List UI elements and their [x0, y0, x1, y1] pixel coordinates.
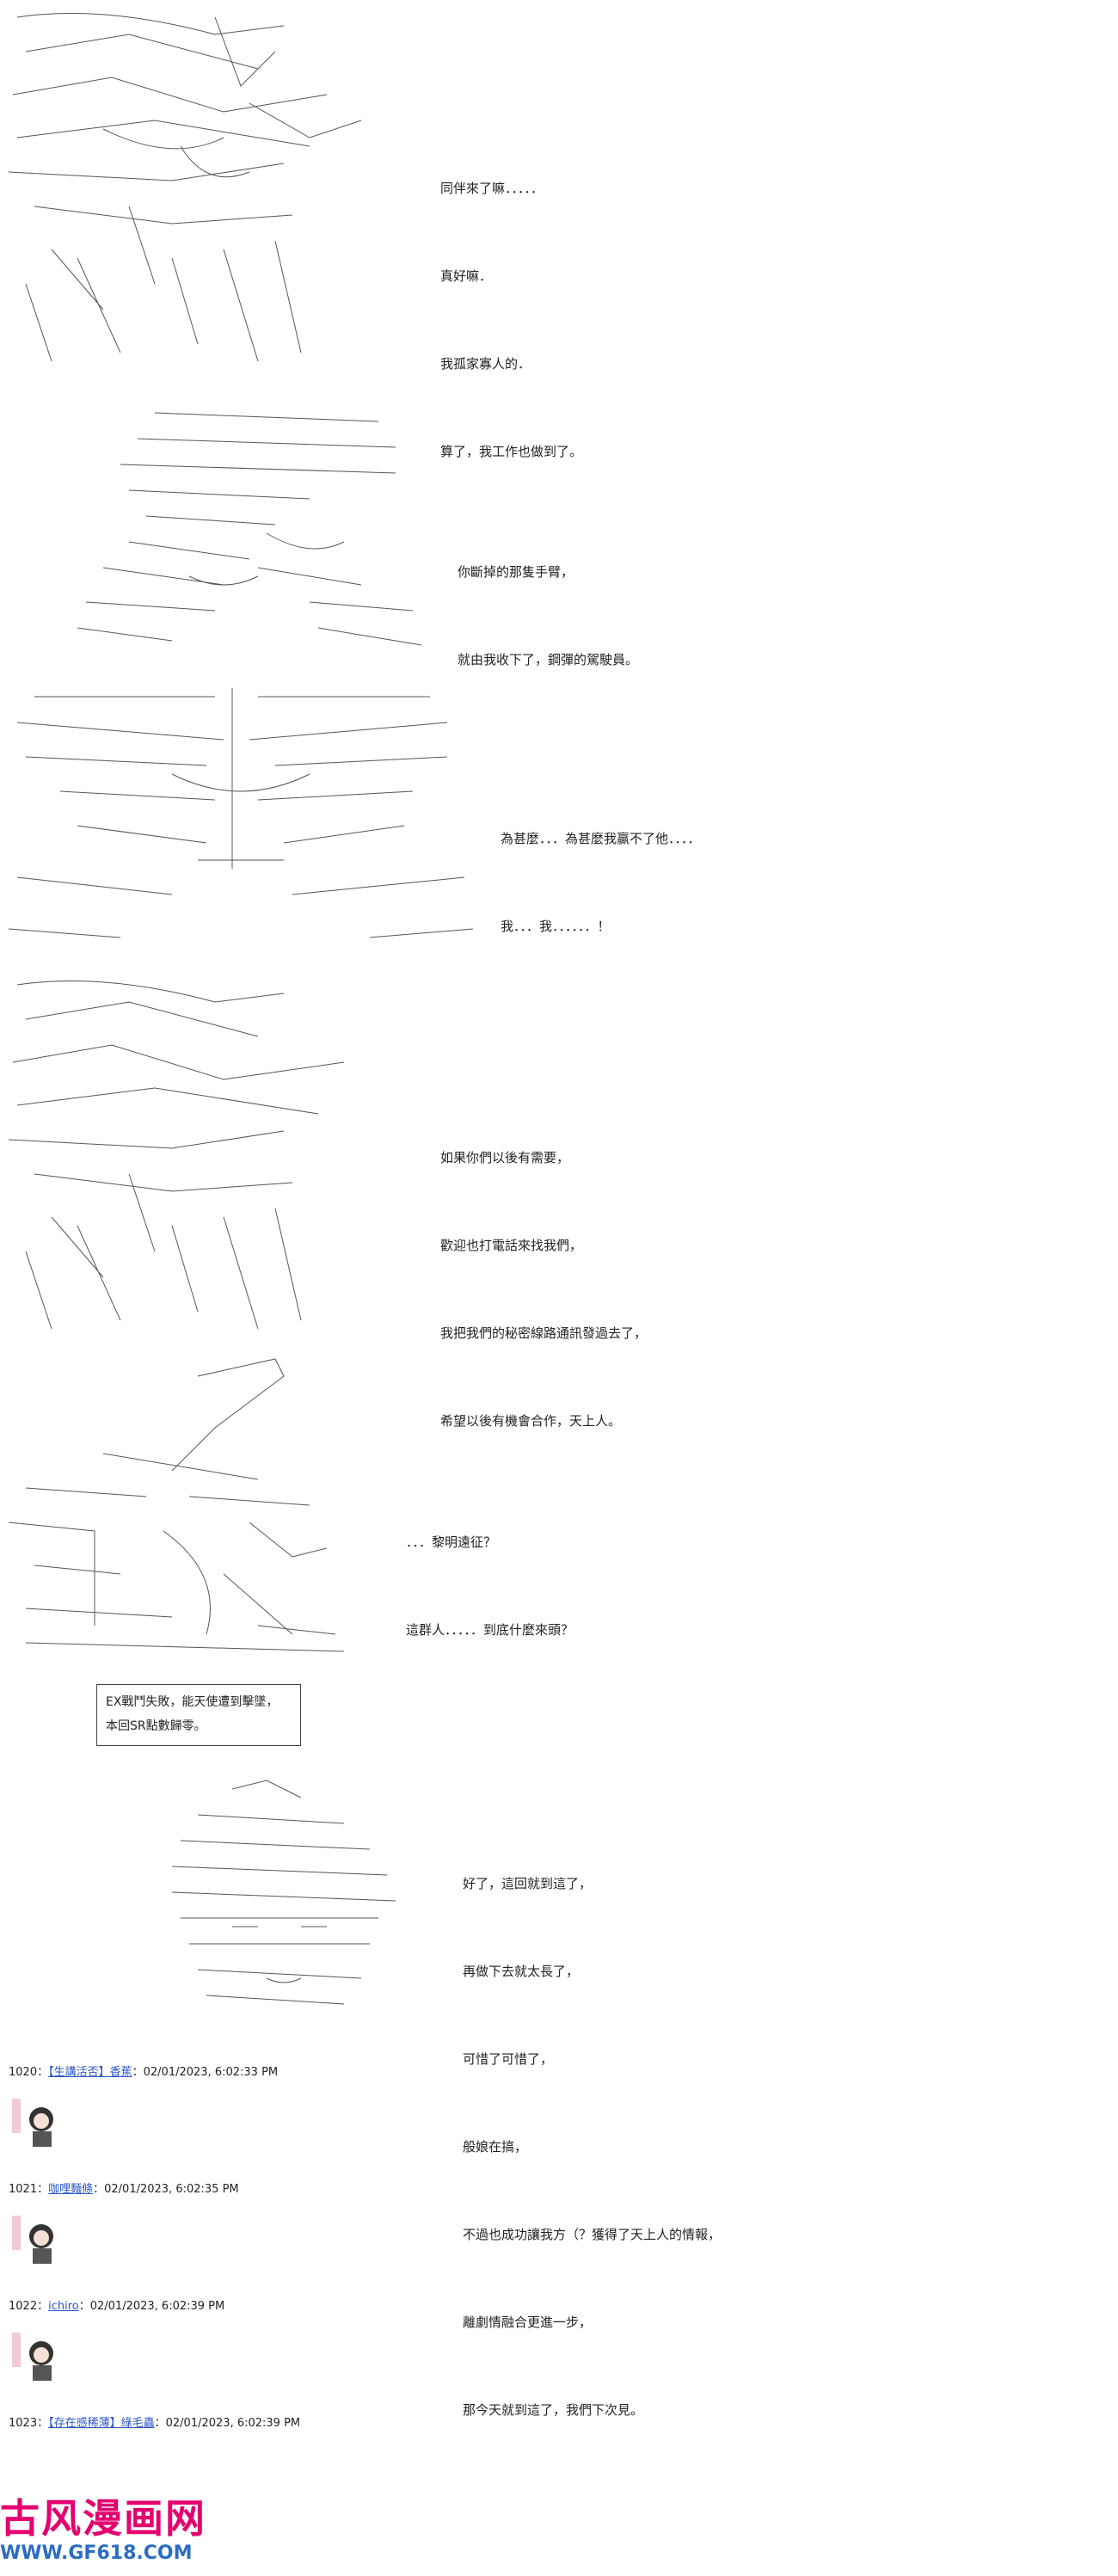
note-line: 本回SR點數歸零。	[106, 1719, 206, 1733]
post-username-link[interactable]: 咖哩麵條	[48, 2183, 94, 2196]
dialogue-line: 這群人．．．．．到底什麼來頭？	[406, 1622, 574, 1638]
post-header: 1021：咖哩麵條：02/01/2023, 6:02:35 PM	[9, 2181, 697, 2198]
ascii-art-character-6	[120, 1772, 413, 2030]
panel-4: 如果你們以後有需要， 歡迎也打電話來找我們， 我把我們的秘密線路通訊發過去了， …	[0, 968, 1118, 1429]
watermark-url: WWW.GF618.COM	[0, 2542, 193, 2564]
dialogue-line: 你斷掉的那隻手臂，	[458, 564, 574, 580]
ascii-art-character-1	[0, 0, 404, 370]
post-number: 1020	[9, 2066, 38, 2079]
dialogue-line: 希望以後有機會合作，天上人。	[440, 1413, 622, 1429]
dialogue-line: 算了，我工作也做到了。	[440, 444, 583, 459]
post-username-link[interactable]: 【生講活否】香蕉	[48, 2066, 132, 2079]
dialogue-line: 可惜了可惜了，	[463, 2051, 554, 2067]
dialogue-line: 真好嘛．	[440, 268, 493, 284]
post-username-link[interactable]: 【存在感稀薄】綠毛蟲	[48, 2417, 155, 2430]
dialogue-line: 同伴來了嘛．．．．．	[440, 181, 544, 196]
dialogue-line: 如果你們以後有需要，	[440, 1150, 570, 1165]
ascii-art-mecha	[0, 1350, 378, 1669]
system-note-box: EX戰鬥失敗，能天使遭到擊墜， 本回SR點數歸零。	[96, 1684, 301, 1746]
watermark-site-name: 古风漫画网	[0, 2495, 206, 2542]
post-separator: ：	[37, 2417, 49, 2430]
panel-1: 同伴來了嘛．．．．． 真好嘛． 我孤家寡人的． 算了，我工作也做到了。	[0, 0, 1118, 459]
panel-5: ．．．黎明遠征？ 這群人．．．．．到底什麼來頭？	[0, 1350, 1118, 1669]
post-username-link[interactable]: ichiro	[48, 2300, 79, 2313]
post-number: 1021	[9, 2183, 38, 2196]
post-datetime: ：02/01/2023, 6:02:39 PM	[154, 2417, 301, 2430]
dialogue-line: 為甚麼．．．為甚麼我贏不了他．．．．	[501, 831, 701, 846]
post-datetime: ：02/01/2023, 6:02:33 PM	[132, 2066, 279, 2079]
post-separator: ：	[37, 2300, 49, 2313]
dialogue-line: 離劇情融合更進一步，	[463, 2315, 593, 2330]
dialogue-line: 那今天就到這了，我們下次見。	[463, 2402, 644, 2418]
ascii-art-character-3	[0, 671, 482, 955]
post-separator: ：	[37, 2183, 49, 2196]
panel-6: 好了，這回就到這了， 再做下去就太長了， 可惜了可惜了， 般娘在搞， 不過也成功…	[0, 1772, 1118, 2418]
dialogue-line: 般娘在搞，	[463, 2139, 528, 2155]
post-datetime: ：02/01/2023, 6:02:39 PM	[78, 2300, 225, 2313]
post-number: 1023	[9, 2417, 38, 2430]
dialogue-line: 就由我收下了，鋼彈的駕駛員。	[458, 652, 639, 667]
post-header: 1023：【存在感稀薄】綠毛蟲：02/01/2023, 6:02:39 PM	[9, 2415, 697, 2432]
ascii-art-character-2	[52, 396, 430, 654]
avatar	[9, 2210, 64, 2267]
dialogue-line: ．．．黎明遠征？	[406, 1534, 497, 1550]
panel-3: 為甚麼．．．為甚麼我贏不了他．．．． 我．．．我．．．．．．！	[0, 671, 1118, 955]
dialogue-line: 我孤家寡人的．	[440, 356, 531, 372]
dialogue-line: 我把我們的秘密線路通訊發過去了，	[440, 1325, 648, 1341]
avatar	[9, 2327, 64, 2384]
avatar	[9, 2093, 64, 2150]
forum-post: 1022：ichiro：02/01/2023, 6:02:39 PM	[9, 2298, 697, 2384]
note-line: EX戰鬥失敗，能天使遭到擊墜，	[106, 1695, 279, 1709]
forum-post: 1023：【存在感稀薄】綠毛蟲：02/01/2023, 6:02:39 PM	[9, 2415, 697, 2432]
forum-post: 1020：【生講活否】香蕉：02/01/2023, 6:02:33 PM	[9, 2064, 697, 2150]
post-number: 1022	[9, 2300, 38, 2313]
panel-2: 你斷掉的那隻手臂， 就由我收下了，鋼彈的駕駛員。	[0, 396, 1118, 667]
ascii-art-character-4	[0, 968, 378, 1337]
post-separator: ：	[37, 2066, 49, 2079]
dialogue-line: 我．．．我．．．．．．！	[501, 919, 611, 934]
site-watermark: 古风漫画网 WWW.GF618.COM	[0, 2494, 206, 2573]
dialogue-line: 再做下去就太長了，	[463, 1964, 580, 1979]
dialogue-line: 不過也成功讓我方（？獲得了天上人的情報，	[463, 2227, 722, 2242]
forum-post: 1021：咖哩麵條：02/01/2023, 6:02:35 PM	[9, 2181, 697, 2267]
post-header: 1020：【生講活否】香蕉：02/01/2023, 6:02:33 PM	[9, 2064, 697, 2081]
dialogue-line: 好了，這回就到這了，	[463, 1876, 593, 1891]
dialogue-line: 歡迎也打電話來找我們，	[440, 1238, 583, 1253]
post-datetime: ：02/01/2023, 6:02:35 PM	[93, 2183, 239, 2196]
post-header: 1022：ichiro：02/01/2023, 6:02:39 PM	[9, 2298, 697, 2315]
